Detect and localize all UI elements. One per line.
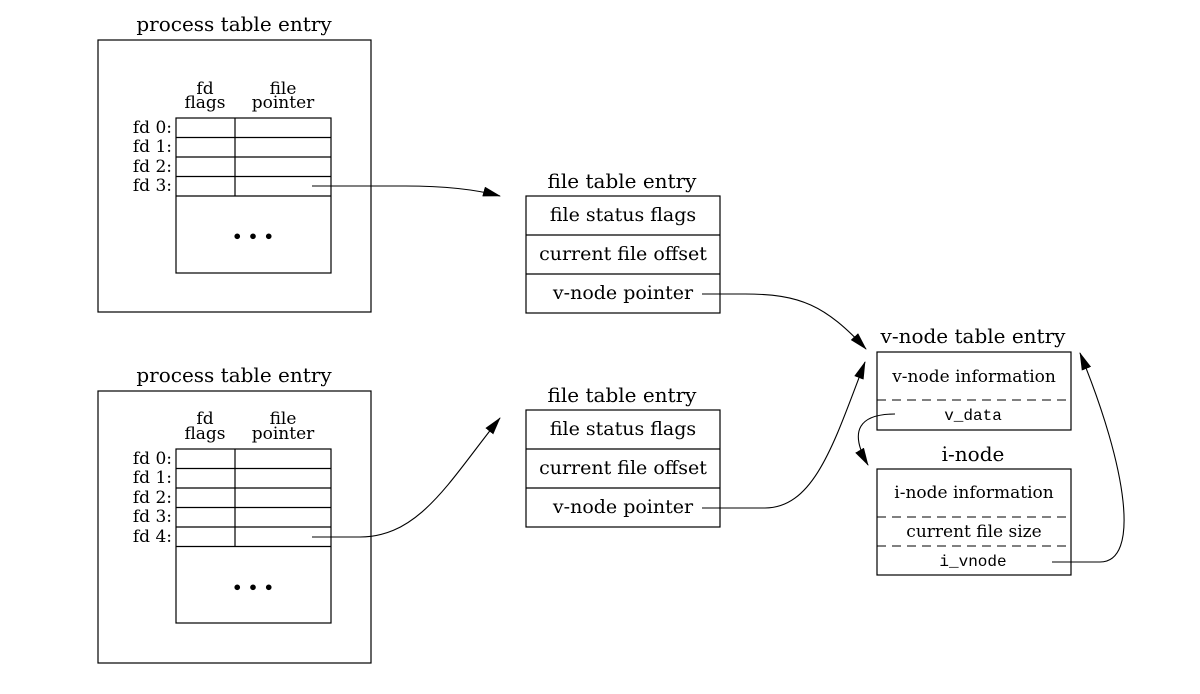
ellipsis: • • •	[232, 578, 274, 597]
v-node-table-entry-title: v-node table entry	[880, 324, 1067, 348]
arrow-v-data-to-i-node	[855, 413, 896, 466]
file-table-entry-2-title: file table entry	[548, 383, 698, 407]
current-file-offset-label: current file offset	[539, 243, 707, 265]
file-status-flags-label: file status flags	[550, 204, 696, 226]
process-table-entry-1-box	[97, 39, 372, 313]
fd-label: fd 3:	[133, 507, 172, 527]
i-node-information-label: i-node information	[894, 483, 1054, 503]
i-vnode-field-label: i_vnode	[939, 553, 1006, 571]
arrow-v-node-pointer-1-to-v-node-entry	[702, 293, 867, 350]
i-node-entry: i-node i-node information current file s…	[876, 442, 1072, 576]
fd-flags-header-line2: flags	[184, 424, 225, 444]
current-file-offset-label: current file offset	[539, 457, 707, 479]
file-pointer-header-line1: file	[270, 409, 297, 429]
file-table-entry-1-box	[525, 195, 721, 314]
file-status-flags-label: file status flags	[550, 418, 696, 440]
v-node-information-label: v-node information	[891, 367, 1056, 387]
file-pointer-header-line2: pointer	[252, 424, 315, 444]
process-table-entry-1-title: process table entry	[136, 12, 332, 36]
fd-label: fd 0:	[133, 449, 172, 469]
process-table-entry-2: process table entry fd flags file pointe…	[97, 363, 372, 664]
fd-label: fd 0:	[133, 118, 172, 138]
process-table-entry-2-box	[97, 390, 372, 664]
v-node-table-entry: v-node table entry v-node information v_…	[876, 324, 1072, 431]
i-node-title: i-node	[942, 442, 1005, 466]
file-table-entry-1-title: file table entry	[548, 169, 698, 193]
file-table-entry-1: file table entry file status flags curre…	[525, 169, 721, 314]
fd-label: fd 3:	[133, 176, 172, 196]
file-table-entry-2: file table entry file status flags curre…	[525, 383, 721, 528]
arrow-v-node-pointer-2-to-v-node-entry	[702, 361, 866, 509]
process-table-entry-2-title: process table entry	[136, 363, 332, 387]
arrow-fd3-to-file-table-entry-1	[312, 185, 501, 197]
fd-flags-header-line1: fd	[196, 409, 213, 429]
arrow-i-vnode-to-v-node-entry	[1052, 352, 1125, 563]
v-data-field-label: v_data	[944, 407, 1002, 425]
arrow-fd4-to-file-table-entry-2	[312, 417, 501, 538]
fd-label: fd 1:	[133, 137, 172, 157]
v-node-pointer-label: v-node pointer	[552, 282, 694, 304]
process-table-entry-1: process table entry fd flags file pointe…	[97, 12, 372, 313]
ellipsis: • • •	[232, 227, 274, 246]
v-node-pointer-label: v-node pointer	[552, 496, 694, 518]
fd-label: fd 2:	[133, 488, 172, 508]
fd-label: fd 1:	[133, 468, 172, 488]
v-node-table-entry-box	[876, 351, 1072, 431]
fd-flags-header-line1: fd	[196, 79, 213, 99]
fd-flags-header-line2: flags	[184, 93, 225, 113]
file-table-entry-2-box	[525, 409, 721, 528]
fd-label: fd 4:	[133, 527, 172, 547]
i-node-box	[876, 468, 1072, 576]
fd-table-2	[175, 448, 332, 624]
file-pointer-header-line1: file	[270, 79, 297, 99]
file-pointer-header-line2: pointer	[252, 93, 315, 113]
fd-label: fd 2:	[133, 157, 172, 177]
current-file-size-label: current file size	[906, 522, 1041, 542]
